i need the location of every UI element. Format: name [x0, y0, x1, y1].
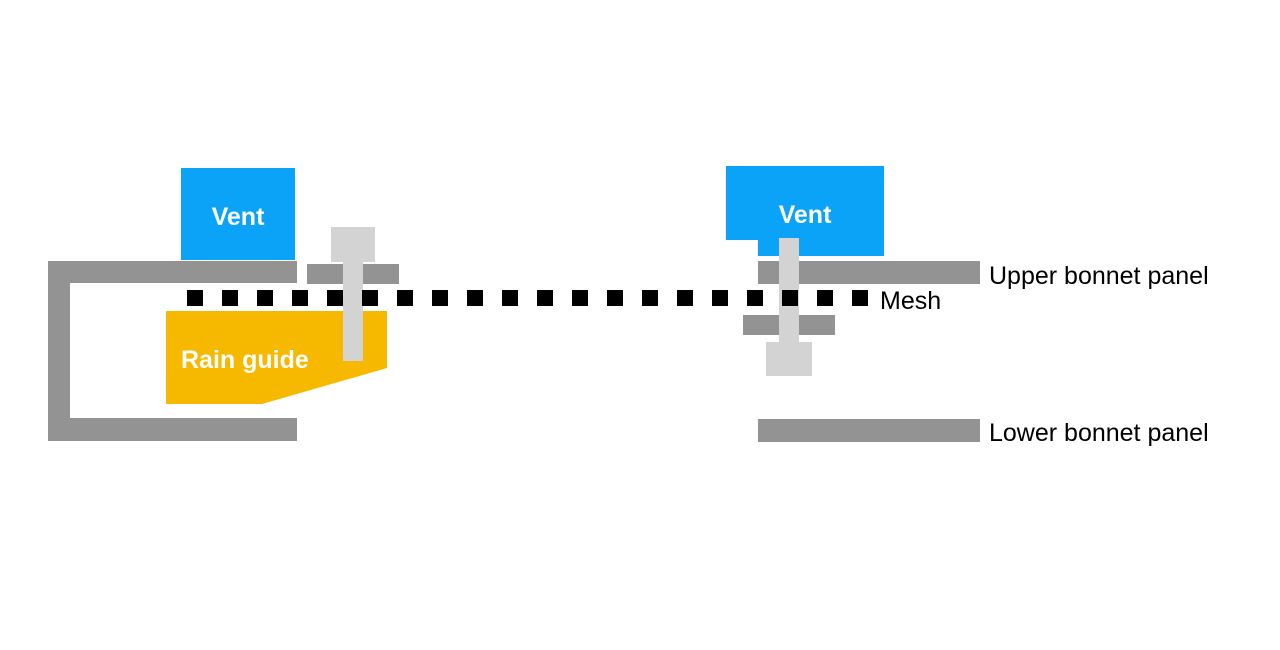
mesh-segment: [292, 290, 308, 306]
mesh-segment: [187, 290, 203, 306]
left-assembly: Vent Rain guide: [48, 168, 399, 441]
mesh-segment: [257, 290, 273, 306]
right-vent: [726, 166, 884, 256]
left-bolt-head: [331, 227, 375, 262]
left-rain-guide-label: Rain guide: [181, 346, 309, 374]
mesh-segment: [362, 290, 378, 306]
mesh-segment: [502, 290, 518, 306]
mesh-segment: [712, 290, 728, 306]
lower-bonnet-panel: [758, 419, 980, 442]
mesh: [187, 290, 868, 306]
mesh-segment: [782, 290, 798, 306]
mesh-segment: [467, 290, 483, 306]
mesh-segment: [327, 290, 343, 306]
mesh-segment: [537, 290, 553, 306]
mesh-segment: [852, 290, 868, 306]
left-vent: [181, 168, 295, 260]
right-assembly: Vent: [726, 166, 980, 442]
left-bolt-shaft: [343, 262, 363, 361]
mesh-segment: [572, 290, 588, 306]
mesh-segment: [432, 290, 448, 306]
mesh-label: Mesh: [880, 287, 941, 315]
mesh-segment: [607, 290, 623, 306]
left-rain-guide: [166, 311, 387, 404]
left-vent-label: Vent: [212, 203, 265, 231]
left-bonnet-frame: [48, 261, 297, 441]
upper-bonnet-panel: [758, 261, 980, 284]
mesh-segment: [222, 290, 238, 306]
right-bolt-nut: [766, 342, 812, 376]
mesh-segment: [747, 290, 763, 306]
mesh-segment: [397, 290, 413, 306]
right-vent-label: Vent: [779, 201, 832, 229]
lower-bonnet-panel-label: Lower bonnet panel: [989, 419, 1209, 447]
mesh-segment: [677, 290, 693, 306]
mesh-segment: [642, 290, 658, 306]
mesh-segment: [817, 290, 833, 306]
upper-bonnet-panel-label: Upper bonnet panel: [989, 262, 1209, 290]
